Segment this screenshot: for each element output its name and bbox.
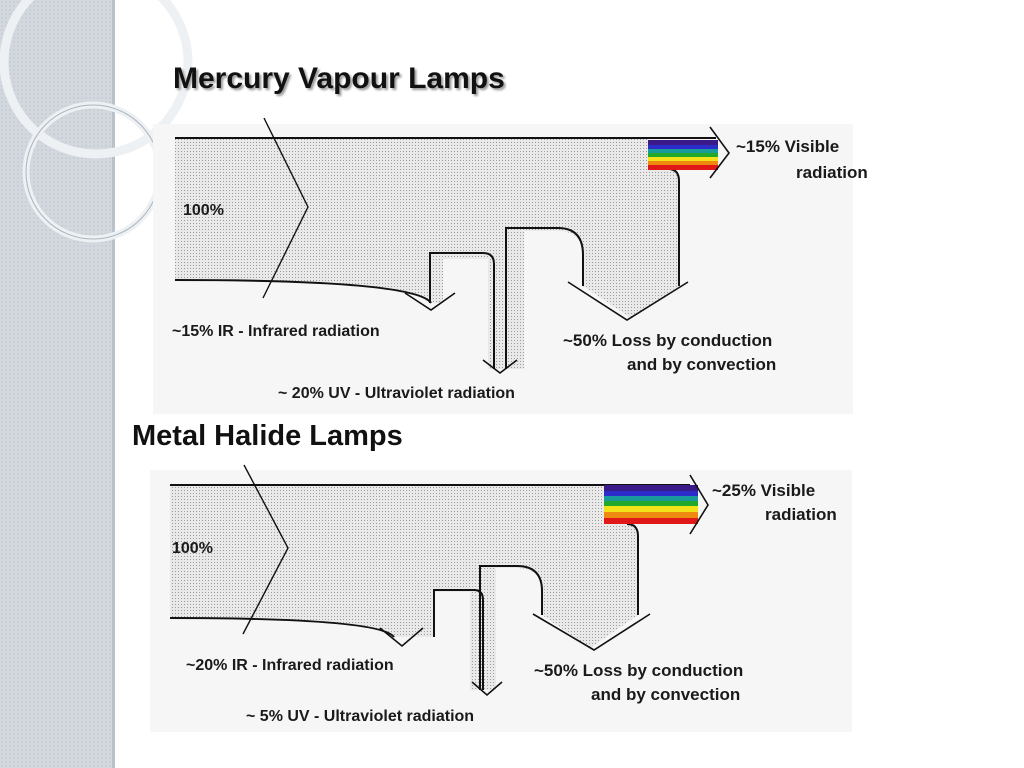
visible-label-line1: ~15% Visible xyxy=(736,137,839,156)
ir-label: ~15% IR - Infrared radiation xyxy=(172,323,380,340)
visible-spectrum-band xyxy=(648,140,718,170)
visible-spectrum-band xyxy=(604,485,698,524)
uv-arrow xyxy=(482,359,518,375)
input-percent-label: 100% xyxy=(183,202,224,219)
mercury-sankey: 100% ~15% Visible radiation ~15% IR - In… xyxy=(153,117,868,414)
loss-label-line1: ~50% Loss by conduction xyxy=(534,661,743,680)
side-band xyxy=(0,0,112,768)
loss-label-line2: and by convection xyxy=(591,685,740,704)
side-band-border xyxy=(112,0,115,768)
uv-label: ~ 20% UV - Ultraviolet radiation xyxy=(278,385,515,402)
loss-arrow xyxy=(532,613,651,651)
energy-flow-shape xyxy=(175,138,679,369)
decorative-ring-large xyxy=(0,0,193,159)
input-chevron xyxy=(262,117,309,299)
ir-label: ~20% IR - Infrared radiation xyxy=(186,657,394,674)
uv-arrow xyxy=(471,681,503,697)
metal-halide-sankey: 100% ~25% Visible radiation ~20% IR - In… xyxy=(150,464,852,732)
visible-label-line2: radiation xyxy=(765,505,837,524)
ir-arrow xyxy=(379,627,424,648)
uv-label: ~ 5% UV - Ultraviolet radiation xyxy=(246,708,474,725)
input-chevron xyxy=(242,464,289,635)
visible-arrow-head xyxy=(709,126,730,179)
loss-label-line1: ~50% Loss by conduction xyxy=(563,331,772,350)
loss-label-line2: and by convection xyxy=(627,355,776,374)
loss-arrow xyxy=(567,281,689,321)
energy-flow-outline xyxy=(174,137,716,369)
input-percent-label: 100% xyxy=(172,540,213,557)
visible-label-line1: ~25% Visible xyxy=(712,481,815,500)
ir-arrow xyxy=(404,292,456,311)
visible-label-line2: radiation xyxy=(796,163,868,182)
energy-flow-outline xyxy=(169,484,690,690)
metal-halide-title: Metal Halide Lamps xyxy=(132,420,403,452)
mercury-vapour-title: Mercury Vapour Lamps xyxy=(173,62,505,95)
energy-flow-shape xyxy=(170,485,638,690)
visible-arrow-head xyxy=(689,474,709,535)
